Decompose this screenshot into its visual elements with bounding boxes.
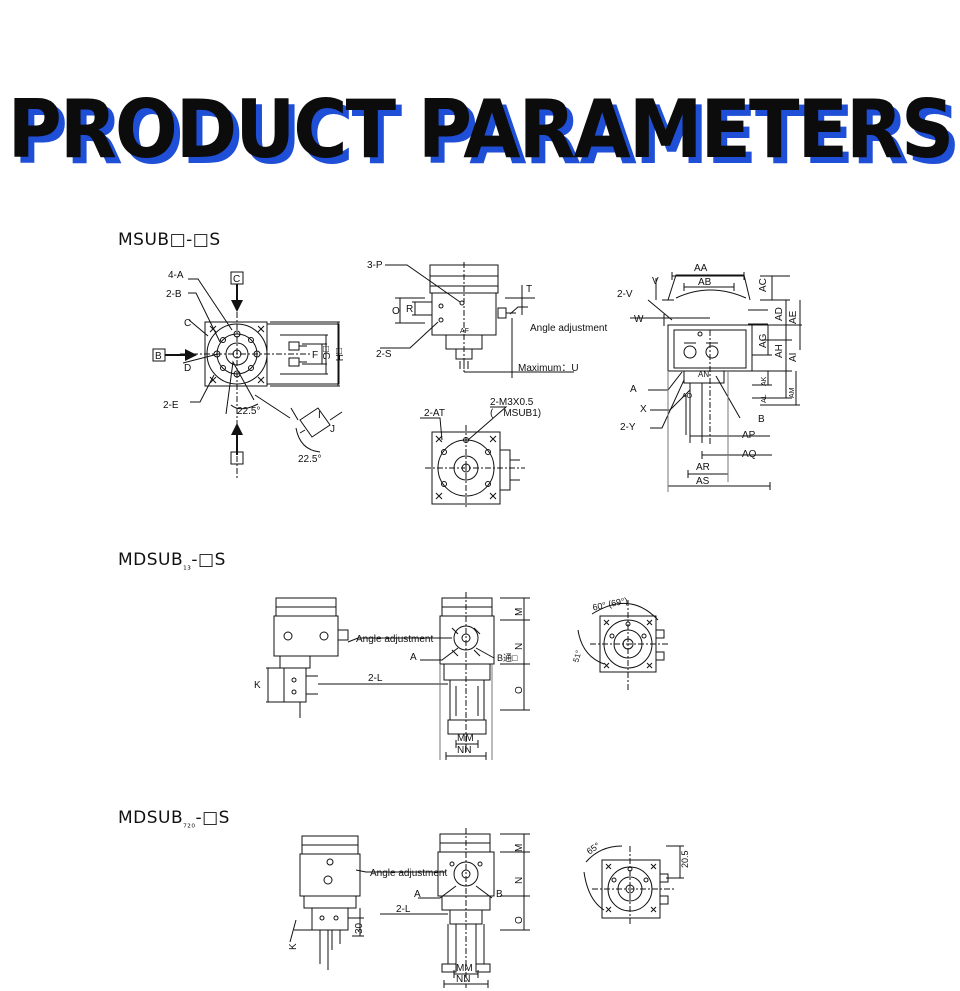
label-2v: 2-V bbox=[617, 289, 633, 300]
label-m: M bbox=[514, 844, 525, 852]
mdsub720-front-view bbox=[418, 828, 530, 988]
label-f: F bbox=[312, 350, 318, 361]
label-angle-adjustment: Angle adjustment bbox=[370, 868, 447, 879]
mdsub13-side-view bbox=[266, 597, 452, 718]
label-af: AF bbox=[460, 328, 469, 335]
label-b: B bbox=[758, 414, 765, 425]
label-2s: 2-S bbox=[376, 349, 392, 360]
label-30: 30 bbox=[354, 922, 365, 934]
label-angle-adjustment: Angle adjustment bbox=[356, 634, 433, 645]
label-2y: 2-Y bbox=[620, 422, 636, 433]
label-angle-adjustment: Angle adjustment bbox=[530, 323, 607, 334]
label-mm: MM bbox=[456, 963, 473, 974]
label-ad: AD bbox=[774, 307, 785, 321]
label-g: □G bbox=[320, 346, 331, 360]
label-k: K bbox=[254, 680, 261, 691]
label-al: AL bbox=[761, 394, 768, 403]
msub-side-view bbox=[380, 262, 574, 378]
label-n: N bbox=[514, 643, 525, 650]
label-2-m3x0-5: 2-M3X0.5 bbox=[490, 397, 534, 408]
page-title-shadow: PRODUCT PARAMETERS bbox=[13, 89, 960, 183]
label-c-box: C bbox=[233, 274, 240, 285]
label-angle-51: 51° bbox=[572, 649, 584, 663]
label-aa: AA bbox=[694, 263, 708, 274]
label-ag: AG bbox=[758, 333, 769, 348]
label-2at: 2-AT bbox=[424, 408, 445, 419]
label-nn: NN bbox=[457, 745, 471, 756]
mdsub13-front-view bbox=[420, 592, 530, 760]
label-mm: MM bbox=[457, 733, 474, 744]
label-angle-65: 65° bbox=[585, 840, 602, 856]
label-angle-60: 60° (69°) bbox=[592, 595, 629, 612]
label-a: A bbox=[630, 384, 637, 395]
mdsub720-top-view bbox=[583, 845, 684, 926]
label-b: B bbox=[496, 889, 503, 900]
msub-bottom-view bbox=[420, 406, 525, 507]
label-k: K bbox=[288, 943, 299, 950]
label-v: V bbox=[652, 276, 659, 287]
page-title-block: PRODUCT PARAMETERS PRODUCT PARAMETERS bbox=[0, 70, 960, 190]
label-m: M bbox=[514, 608, 525, 616]
label-2b: 2-B bbox=[166, 289, 182, 300]
label-20-5: 20.5 bbox=[680, 850, 690, 868]
label-n: N bbox=[514, 877, 525, 884]
label-o: O bbox=[514, 686, 525, 694]
label-i: I bbox=[318, 410, 321, 421]
label-ac: AC bbox=[758, 278, 769, 292]
label-w: W bbox=[634, 314, 644, 325]
section-label-mdsub-7-20: MDSUB₇₂₀-□S bbox=[118, 808, 230, 830]
label-h: □H bbox=[333, 348, 344, 361]
label-b-box: B bbox=[155, 351, 162, 362]
label-ai: AI bbox=[788, 353, 799, 362]
section-label-fraction: ₇₂₀ bbox=[183, 820, 196, 831]
section-label-tail: -□S bbox=[191, 550, 226, 570]
label-t: T bbox=[526, 284, 532, 295]
label-as: AS bbox=[696, 476, 710, 487]
label-ap: AP bbox=[742, 430, 756, 441]
label-c: C bbox=[184, 318, 191, 329]
label-o: O bbox=[514, 916, 525, 924]
label-nn: NN bbox=[456, 974, 470, 985]
label-4a: 4-A bbox=[168, 270, 184, 281]
label-x: X bbox=[640, 404, 647, 415]
page-title: PRODUCT PARAMETERS bbox=[7, 83, 955, 177]
label-3p: 3-P bbox=[367, 260, 383, 271]
label-a: A bbox=[414, 889, 421, 900]
label-msub1: ( MSUB1) bbox=[490, 408, 541, 419]
label-b-thru: B通□ bbox=[497, 653, 518, 663]
label-d: D bbox=[184, 363, 191, 374]
mdsub13-top-view bbox=[577, 600, 670, 690]
label-a: A bbox=[410, 652, 417, 663]
label-am: AM bbox=[789, 387, 796, 398]
label-maximum-u: Maximum：U bbox=[518, 363, 579, 374]
label-angle-22-5-b: 22.5° bbox=[298, 454, 321, 465]
label-aq: AQ bbox=[742, 449, 757, 460]
label-2l: 2-L bbox=[368, 673, 383, 684]
label-2e: 2-E bbox=[163, 400, 179, 411]
section-label-fraction: ₁₃ bbox=[183, 562, 192, 573]
label-o: O bbox=[392, 306, 400, 317]
section-label-tail: -□S bbox=[195, 808, 230, 828]
label-angle-22-5-a: 22.5° bbox=[237, 406, 260, 417]
label-r: R bbox=[406, 304, 413, 315]
label-ab: AB bbox=[698, 277, 712, 288]
mdsub720-side-view bbox=[289, 835, 448, 970]
label-ar: AR bbox=[696, 462, 710, 473]
label-2l: 2-L bbox=[396, 904, 411, 915]
label-ah: AH bbox=[774, 344, 785, 358]
section-label-main: MDSUB bbox=[118, 808, 184, 828]
label-ao: AO bbox=[682, 393, 693, 400]
section-label-main: MDSUB bbox=[118, 550, 184, 570]
msub-top-view bbox=[152, 271, 343, 480]
label-an: AN bbox=[698, 370, 709, 379]
label-ae: AE bbox=[788, 310, 799, 324]
section-label-msub: MSUB□-□S bbox=[118, 230, 221, 250]
msub-front-view bbox=[630, 272, 802, 492]
label-ak: AK bbox=[761, 376, 768, 386]
section-label-mdsub-1-3: MDSUB₁₃-□S bbox=[118, 550, 226, 572]
label-j: J bbox=[330, 424, 335, 435]
